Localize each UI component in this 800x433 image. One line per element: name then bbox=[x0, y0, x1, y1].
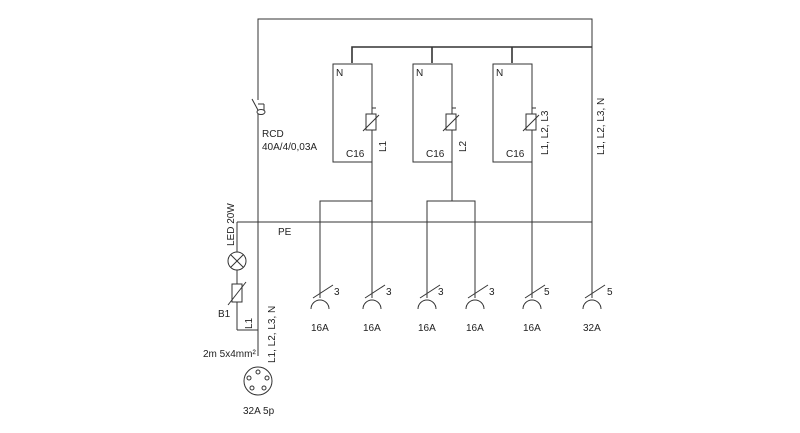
cable-label: 2m 5x4mm² bbox=[203, 349, 256, 360]
breaker-3-phase: L1, L2, L3 bbox=[540, 110, 551, 155]
socket-4 bbox=[465, 222, 489, 310]
breaker-1-phase: L1 bbox=[378, 140, 389, 152]
socket-3-rating: 16A bbox=[418, 323, 436, 334]
socket-6-rating: 32A bbox=[583, 323, 601, 334]
socket-3-poles: 3 bbox=[438, 287, 444, 298]
lamp-label: LED 20W bbox=[226, 203, 237, 246]
rcd-rating: 40A/4/0,03A bbox=[262, 142, 317, 153]
socket-1 bbox=[310, 222, 334, 310]
rcd-label: RCD bbox=[262, 129, 284, 140]
plug-5p bbox=[243, 366, 273, 396]
branch-bracket-2 bbox=[426, 200, 476, 222]
breaker-3-neutral: N bbox=[496, 68, 503, 79]
socket-2 bbox=[362, 222, 386, 310]
breaker-2-phase: L2 bbox=[458, 140, 469, 152]
breaker-2-rating: C16 bbox=[426, 149, 445, 160]
socket-4-poles: 3 bbox=[489, 287, 495, 298]
socket-5-poles: 5 bbox=[544, 287, 550, 298]
right-bus-label: L1, L2, L3, N bbox=[596, 98, 607, 155]
breaker-3 bbox=[492, 63, 540, 222]
fuse-phase: L1 bbox=[244, 317, 255, 329]
socket-2-rating: 16A bbox=[363, 323, 381, 334]
feed-phases: L1, L2, L3, N bbox=[267, 306, 278, 363]
breaker-2 bbox=[412, 63, 460, 201]
breaker-1-neutral: N bbox=[336, 68, 343, 79]
socket-6-poles: 5 bbox=[607, 287, 613, 298]
plug-label: 32A 5p bbox=[243, 406, 275, 417]
breaker-1-rating: C16 bbox=[346, 149, 365, 160]
socket-1-poles: 3 bbox=[334, 287, 340, 298]
branch-bracket-1 bbox=[319, 200, 373, 222]
socket-1-rating: 16A bbox=[311, 323, 329, 334]
socket-5 bbox=[522, 222, 546, 310]
pe-label: PE bbox=[278, 227, 292, 238]
neutral-bus bbox=[351, 46, 592, 63]
lamp-branch bbox=[227, 222, 258, 331]
socket-6 bbox=[582, 222, 606, 310]
breaker-1 bbox=[332, 63, 380, 201]
socket-3 bbox=[417, 222, 441, 310]
socket-5-rating: 16A bbox=[523, 323, 541, 334]
top-bus bbox=[257, 18, 593, 222]
fuse-label: B1 bbox=[218, 309, 231, 320]
breaker-2-neutral: N bbox=[416, 68, 423, 79]
rcd-switch bbox=[251, 90, 266, 222]
breaker-3-rating: C16 bbox=[506, 149, 525, 160]
socket-2-poles: 3 bbox=[386, 287, 392, 298]
socket-4-rating: 16A bbox=[466, 323, 484, 334]
